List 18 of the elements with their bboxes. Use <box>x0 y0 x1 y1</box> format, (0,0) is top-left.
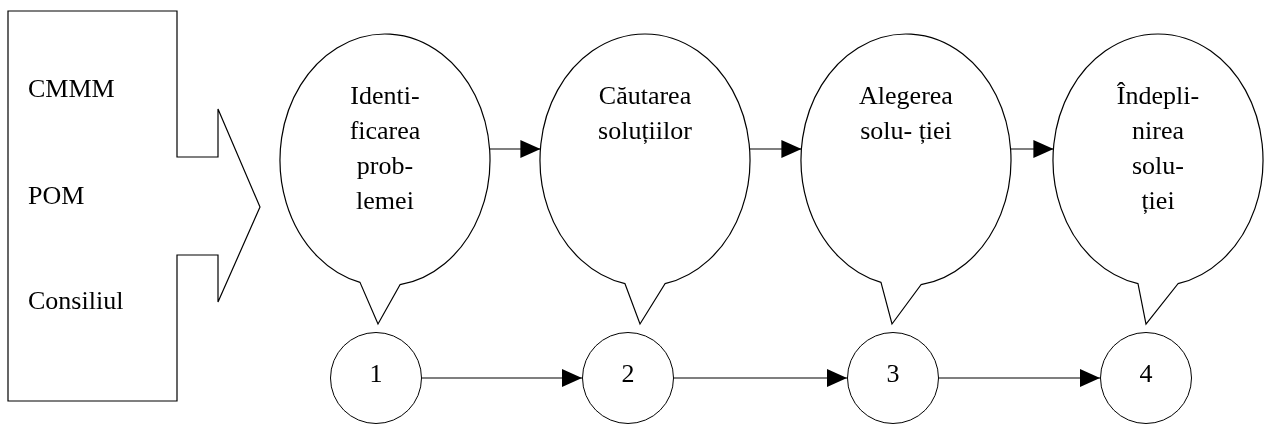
arrow <box>489 140 541 158</box>
arrow <box>749 140 802 158</box>
block-label: CMMM <box>28 73 115 105</box>
step-number: 4 <box>1139 359 1153 389</box>
arrow <box>938 369 1101 387</box>
arrow <box>421 369 583 387</box>
bubble-label: Căutarea soluțiilor <box>598 80 692 147</box>
bubble-label: Îndepli- nirea solu- ției <box>1116 80 1200 217</box>
arrow <box>1010 140 1054 158</box>
step-number: 1 <box>369 359 383 389</box>
arrow <box>673 369 848 387</box>
bubble-label: Alegerea solu- ției <box>859 80 953 147</box>
block-label: Consiliul <box>28 285 124 317</box>
block-label: POM <box>28 180 85 212</box>
bubble-label: Identi- ficarea prob- lemei <box>349 80 421 217</box>
step-number: 3 <box>886 359 900 389</box>
chevron-block <box>8 11 260 402</box>
step-number: 2 <box>621 359 635 389</box>
